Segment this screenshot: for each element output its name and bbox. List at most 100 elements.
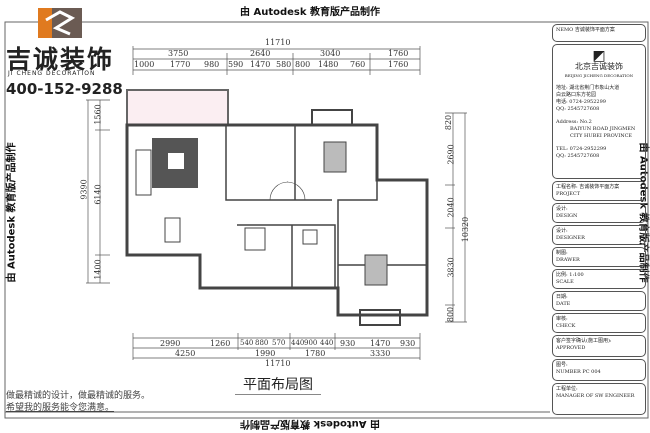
dim-label: 2640 bbox=[250, 49, 271, 58]
dim-label: 1990 bbox=[255, 349, 276, 358]
dim-label: 1400 bbox=[93, 259, 103, 280]
dim-label: 800 bbox=[295, 60, 311, 69]
company-sub: BEIJING JICHENG DECORATION bbox=[564, 73, 634, 78]
brand-phone: 400-152-9288 bbox=[6, 80, 123, 98]
dim-label: 4250 bbox=[175, 349, 196, 358]
dim-label: 1260 bbox=[210, 339, 231, 348]
dim-label: 880 bbox=[255, 339, 269, 347]
dim-label: 820 bbox=[444, 114, 454, 131]
brand-name: 吉诚装饰 bbox=[6, 45, 115, 74]
row-cn: 图号: bbox=[556, 362, 568, 368]
dim-label: 2690 bbox=[446, 144, 456, 165]
company-name: 北京吉诚装饰 bbox=[575, 62, 623, 71]
row-cn: 设计: bbox=[556, 228, 568, 234]
address-line: 地址: 湖北省荆门市象山大道 bbox=[556, 85, 620, 91]
slogan-line-2: 希望我的服务能令您满意。 bbox=[6, 403, 115, 413]
dim-label: 2040 bbox=[446, 197, 456, 218]
row-cn: 比例: 1:100 bbox=[556, 272, 584, 278]
coffee-table bbox=[168, 153, 184, 169]
address-line: 白云路口东方花园 bbox=[556, 92, 597, 98]
row-en: MANAGER OF SW ENGINEER bbox=[556, 393, 635, 399]
row-en: SCALE bbox=[556, 279, 574, 285]
slogan-line-1: 做最精诚的设计，做最精诚的服务。 bbox=[6, 391, 151, 401]
dim-right-total: 10320 bbox=[461, 216, 471, 243]
dim-label: 900 bbox=[304, 339, 318, 347]
dim-label: 540 bbox=[240, 339, 254, 347]
dim-label: 930 bbox=[340, 339, 356, 348]
row-en: APPROVED bbox=[556, 345, 586, 351]
dim-label: 3750 bbox=[168, 49, 189, 58]
title-row: 客户签字确认(施工图用):APPROVED bbox=[552, 335, 646, 357]
title-row: 审核:CHECK bbox=[552, 313, 646, 333]
door-swings bbox=[269, 181, 306, 201]
row-en: NUMBER PC 004 bbox=[556, 369, 601, 375]
dim-label: 3830 bbox=[446, 257, 456, 278]
dim-label: 440 bbox=[291, 339, 305, 347]
bed-1 bbox=[323, 141, 347, 173]
project-text: 工程名称: 吉诚装饰平面方案 PROJECT bbox=[556, 184, 620, 197]
dim-label: 570 bbox=[272, 339, 286, 347]
dim-label: 760 bbox=[350, 60, 366, 69]
dimension-lines bbox=[86, 46, 467, 360]
address-line: 电话: 0724-2952299 bbox=[556, 99, 606, 105]
title-row: 日期:DATE bbox=[552, 291, 646, 311]
dim-label: 3330 bbox=[370, 349, 391, 358]
title-block-project: 工程名称: 吉诚装饰平面方案 PROJECT bbox=[552, 181, 646, 201]
dim-bottom-total: 11710 bbox=[265, 359, 291, 368]
floor-plan bbox=[125, 89, 429, 326]
sheet-frame bbox=[4, 21, 649, 419]
memo-text: NEMO 吉诚装饰平面方案 bbox=[556, 27, 615, 33]
dim-label: 6140 bbox=[93, 184, 103, 205]
dim-top-total: 11710 bbox=[265, 38, 291, 47]
row-cn: 工程单位: bbox=[556, 386, 578, 392]
qq: QQ: 2545727608 bbox=[556, 153, 600, 159]
dim-label: 1760 bbox=[388, 49, 409, 58]
title-row: 设计:DESIGNER bbox=[552, 225, 646, 245]
row-en: DESIGNER bbox=[556, 235, 585, 241]
address-line: QQ: 2545727608 bbox=[556, 106, 600, 112]
logo-mark bbox=[38, 8, 82, 38]
dim-label: 1480 bbox=[318, 60, 339, 69]
interior-walls bbox=[225, 125, 427, 315]
dim-label: 1470 bbox=[250, 60, 271, 69]
dim-label: 1760 bbox=[388, 60, 409, 69]
dim-label: 1780 bbox=[305, 349, 326, 358]
address-en: BAIYUN ROAD JINGMEN bbox=[570, 126, 636, 132]
row-cn: 日期: bbox=[556, 294, 568, 300]
watermark-top: 由 Autodesk 教育版产品制作 bbox=[240, 7, 381, 18]
row-en: CHECK bbox=[556, 323, 576, 329]
row-cn: 客户签字确认(施工图用): bbox=[556, 338, 612, 344]
row-cn: 制图: bbox=[556, 250, 568, 256]
dim-left-total: 9390 bbox=[79, 179, 89, 200]
title-row: 制图:DRAWER bbox=[552, 247, 646, 267]
title-row: 图号:NUMBER PC 004 bbox=[552, 359, 646, 381]
dining-table bbox=[164, 217, 181, 243]
title-block-company: ◩ 北京吉诚装饰 BEIJING JICHENG DECORATION 地址: … bbox=[552, 44, 646, 179]
title-row: 设计:DESIGN bbox=[552, 203, 646, 223]
sofa bbox=[135, 149, 152, 196]
dim-label: 1000 bbox=[134, 60, 155, 69]
company-logo-icon: ◩ bbox=[592, 48, 606, 64]
balcony-bottom bbox=[359, 309, 401, 326]
dim-label: 1560 bbox=[93, 104, 103, 125]
title-block-memo: NEMO 吉诚装饰平面方案 bbox=[552, 24, 646, 42]
address-en: Address: No.2 bbox=[556, 119, 592, 125]
dim-label: 580 bbox=[276, 60, 292, 69]
dim-label: 1770 bbox=[170, 60, 191, 69]
bed-2 bbox=[364, 254, 388, 286]
address-en: CITY HUBEI PROVINCE bbox=[570, 133, 633, 139]
dim-label: 590 bbox=[228, 60, 244, 69]
dim-label: 930 bbox=[400, 339, 416, 348]
title-row: 工程单位:MANAGER OF SW ENGINEER bbox=[552, 383, 646, 415]
row-en: DRAWER bbox=[556, 257, 580, 263]
balcony-top-left bbox=[126, 89, 229, 126]
tel: TEL: 0724-2952299 bbox=[556, 146, 607, 152]
row-cn: 审核: bbox=[556, 316, 568, 322]
dim-label: 800 bbox=[446, 306, 456, 323]
drawing-title: 平面布局图 bbox=[235, 374, 321, 395]
row-en: DESIGN bbox=[556, 213, 578, 219]
dim-label: 440 bbox=[320, 339, 334, 347]
balcony-bedroom bbox=[311, 109, 353, 126]
dim-label: 980 bbox=[204, 60, 220, 69]
